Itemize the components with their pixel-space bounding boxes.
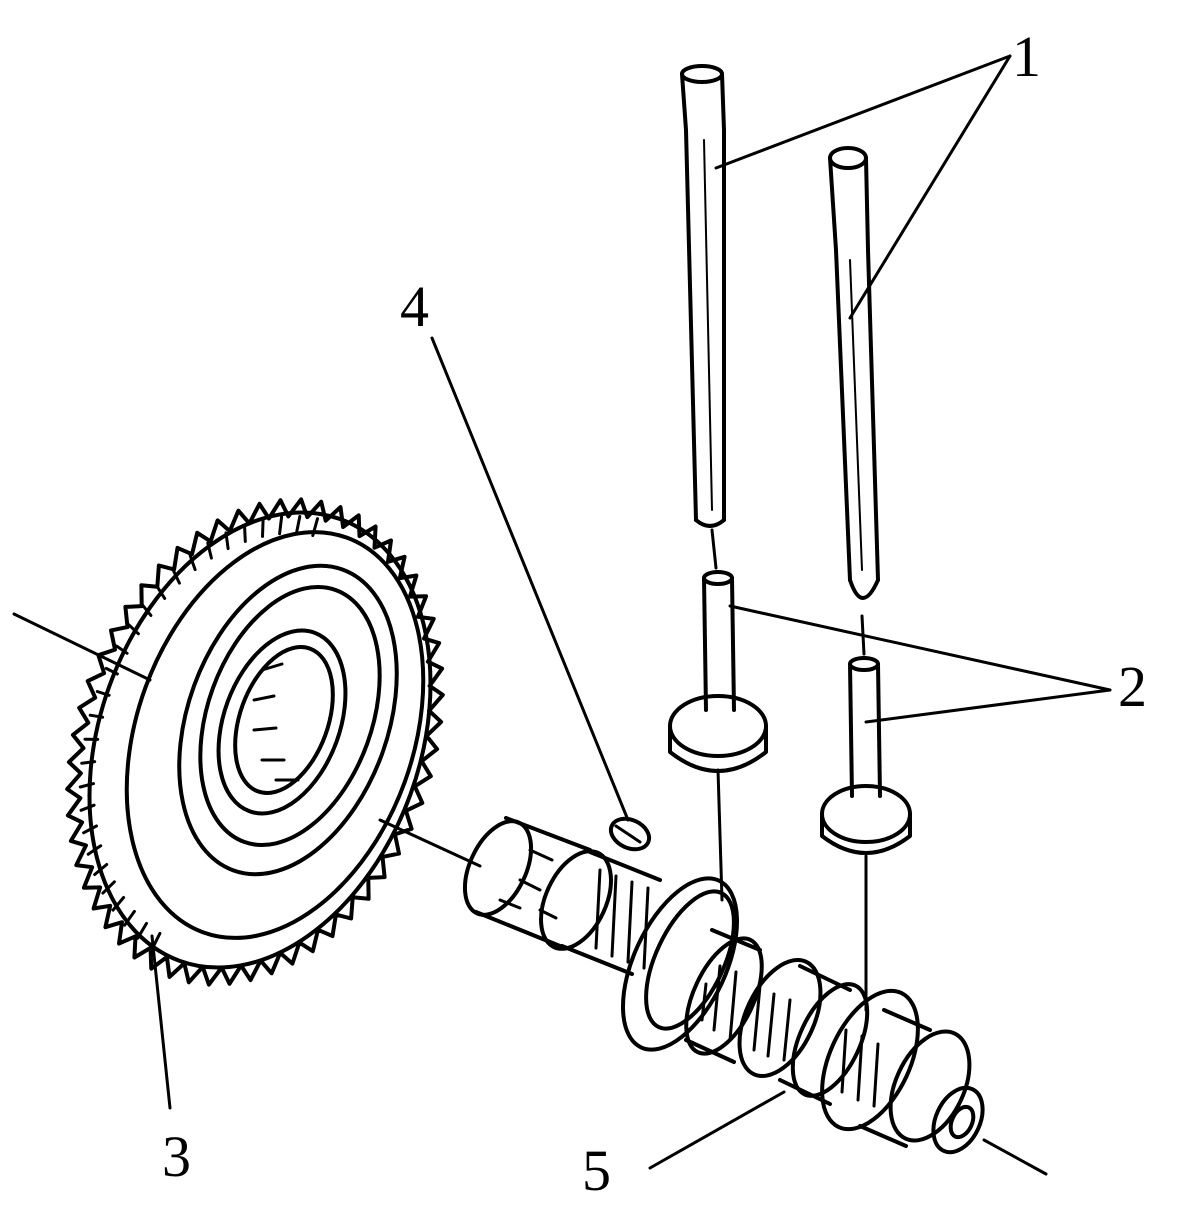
camshaft-icon xyxy=(462,816,985,1155)
gear-tooth-hatch xyxy=(86,844,103,856)
gear-tooth-hatch xyxy=(80,760,97,765)
gear-tooth-hatch xyxy=(278,515,284,536)
leader-lines xyxy=(150,54,1112,1170)
part-label-4: 4 xyxy=(400,274,429,339)
gear-tooth-hatch xyxy=(224,531,230,551)
camshaft-axis-line xyxy=(982,1138,1048,1176)
gear-tooth-hatch xyxy=(82,824,98,835)
gear-tooth-hatch xyxy=(188,554,197,572)
part-label-2: 2 xyxy=(1118,654,1147,719)
gear-axis-line xyxy=(12,612,152,682)
gear-tooth-hatch xyxy=(171,568,181,585)
gear-tooth-hatch xyxy=(79,803,96,812)
gear-tooth-hatch xyxy=(261,518,265,538)
gear-tooth-hatch xyxy=(104,666,119,676)
gear-tooth-hatch xyxy=(78,782,95,789)
part-label-1: 1 xyxy=(1012,24,1041,89)
gear-tooth-hatch xyxy=(101,880,116,895)
gear-tooth-hatch xyxy=(155,585,167,600)
gear-tooth-hatch xyxy=(93,863,109,876)
gear-shaft-axis-line xyxy=(378,818,482,868)
part-label-3: 3 xyxy=(162,1124,191,1189)
gear-tooth-hatch xyxy=(115,644,129,655)
gear-tooth-hatch xyxy=(88,713,105,719)
gear-tooth-hatch xyxy=(141,603,153,617)
valve-tappet-icon xyxy=(668,528,912,1012)
camshaft-gear-icon xyxy=(65,497,445,987)
gear-tooth-hatch xyxy=(243,523,247,543)
push-rod-icon xyxy=(680,64,880,600)
woodruff-key-icon xyxy=(608,816,652,852)
gear-tooth-hatch xyxy=(294,515,302,535)
gear-tooth-hatch xyxy=(311,517,319,537)
gear-tooth-hatch xyxy=(127,623,140,636)
gear-tooth-hatch xyxy=(111,896,126,912)
gear-tooth-hatch xyxy=(206,541,213,560)
gear-tooth-hatch xyxy=(136,921,148,940)
gear-tooth-hatch xyxy=(95,690,111,697)
gear-tooth-hatch xyxy=(123,909,136,927)
part-label-5: 5 xyxy=(582,1138,611,1203)
